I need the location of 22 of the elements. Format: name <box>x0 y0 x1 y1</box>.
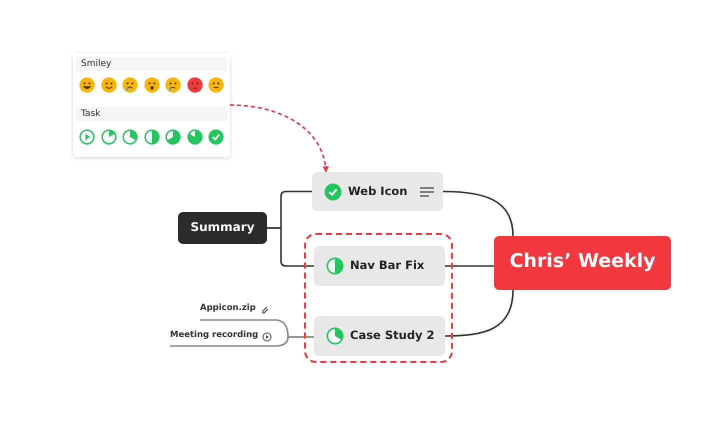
section-heading: Smiley <box>76 57 227 71</box>
dashed-arrow <box>230 104 328 173</box>
boundary-box <box>304 233 453 363</box>
branch-line <box>444 290 514 337</box>
topic-box <box>314 246 445 286</box>
topic-text: Web Icon <box>348 184 408 198</box>
icon-panel <box>73 53 230 157</box>
topic-box <box>314 316 445 356</box>
attachment-text: Appicon.zip <box>200 303 256 313</box>
topic-text: Nav Bar Fix <box>350 258 424 272</box>
central-topic-box <box>494 236 671 290</box>
summary-box <box>178 212 267 244</box>
section-heading: Task <box>76 107 227 121</box>
attachment-text: Meeting recording <box>170 330 258 340</box>
branch-line <box>445 265 494 267</box>
attachment-line <box>170 336 314 347</box>
summary-bracket <box>266 227 315 267</box>
topic-box <box>312 172 443 211</box>
summary-text: Summary <box>189 220 256 234</box>
branch-line <box>442 190 514 236</box>
topic-text: Case Study 2 <box>350 328 435 342</box>
topic-text: Chris’ Weekly <box>508 250 657 272</box>
